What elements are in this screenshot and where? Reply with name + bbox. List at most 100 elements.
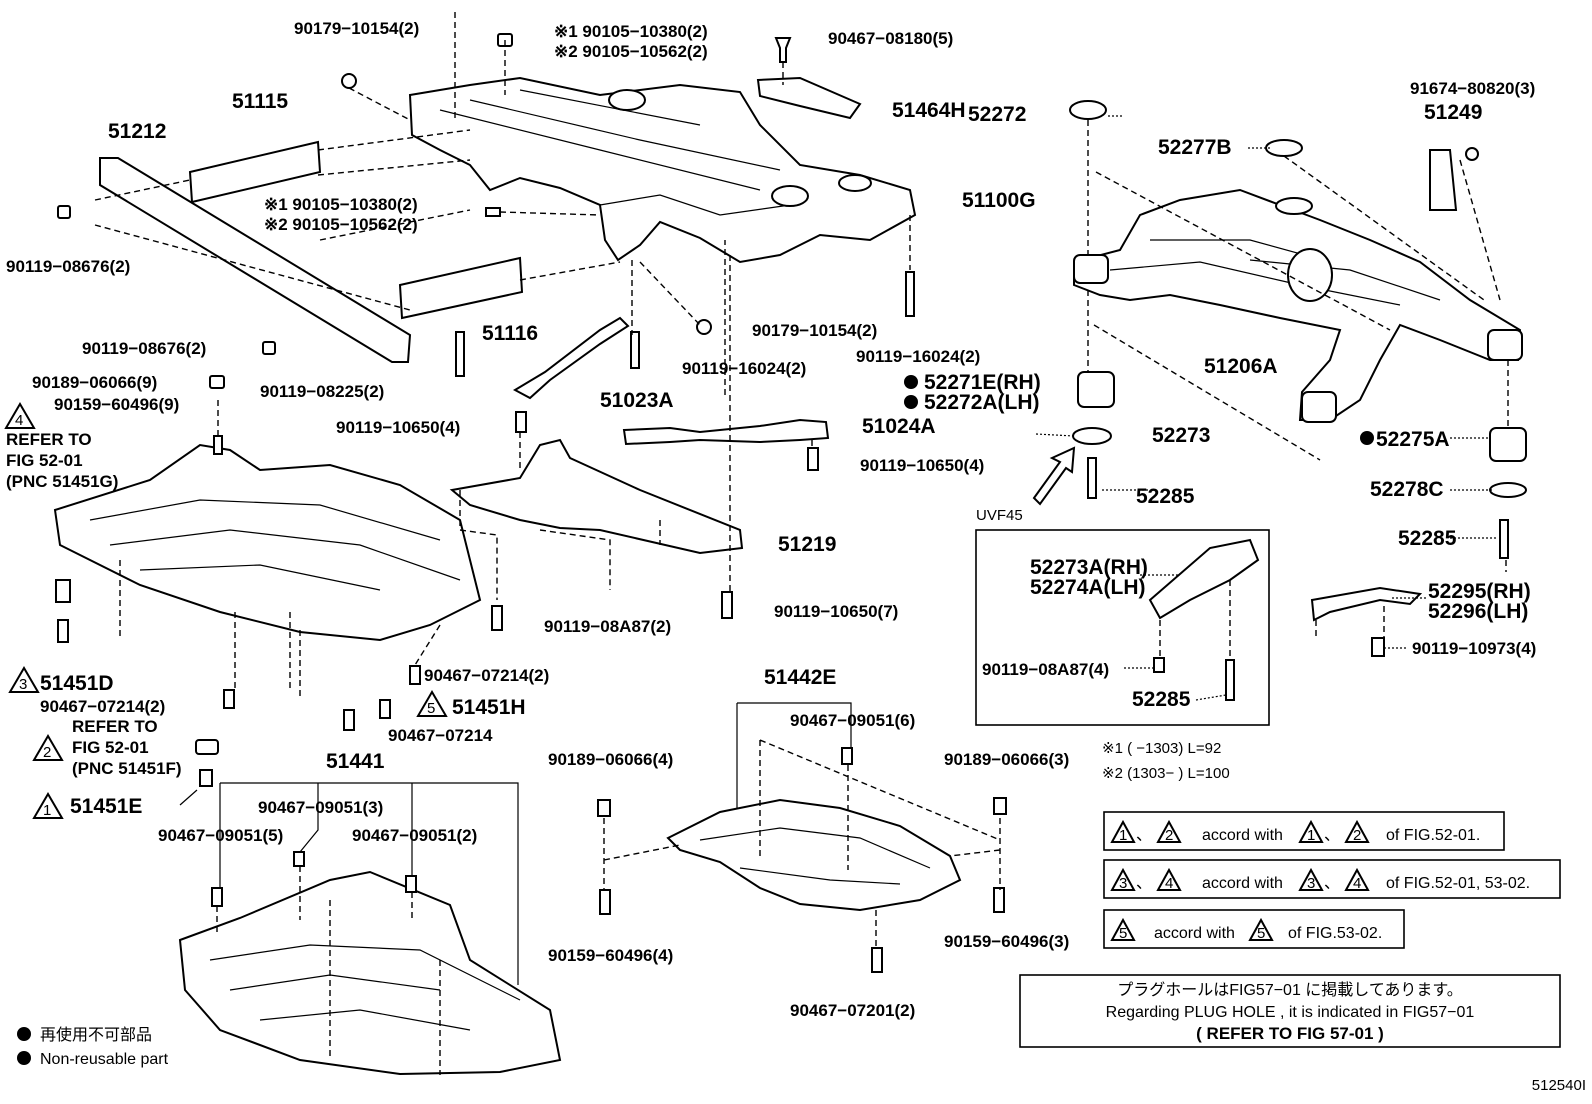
triangle-4-label: 4 (15, 412, 23, 429)
brace-51024A (622, 418, 830, 446)
label-52285-center: 52285 (1136, 485, 1195, 508)
label-51115: 51115 (232, 90, 288, 113)
label-90105-10562-top: ※2 90105−10562(2) (554, 42, 708, 61)
refer-to-label-b: REFER TO (72, 717, 158, 736)
accord-tail-2: of FIG.52-01, 53-02. (1386, 875, 1530, 892)
label-90119-08676-lower: 90119−08676(2) (82, 339, 206, 358)
label-90119-10650-4-left: 90119−10650(4) (336, 418, 460, 437)
label-90179-10154-mid: 90179−10154(2) (752, 321, 877, 340)
label-90189-06066-3: 90189−06066(3) (944, 750, 1069, 769)
figure-id: 512540I (1532, 1077, 1586, 1094)
reinforcement-51115 (188, 140, 322, 204)
fig-52-01-label-a: FIG 52-01 (6, 451, 83, 470)
brace-51023A (512, 316, 630, 400)
svg-text:3: 3 (1307, 875, 1315, 892)
triangle-1-icon (32, 792, 64, 819)
svg-text:5: 5 (1257, 925, 1265, 942)
bar-51212 (99, 157, 412, 363)
label-90189-06066-4: 90189−06066(4) (548, 750, 673, 769)
accord-box-1: 1 、 2 accord with 1 、 2 of FIG.52-01. (1103, 811, 1505, 851)
label-90467-08180: 90467−08180(5) (828, 29, 953, 48)
bolt-52285-inset (1225, 659, 1235, 701)
triangle-2-icon (32, 734, 64, 761)
label-90159-60496-4: 90159−60496(4) (548, 946, 673, 965)
accord-text-2: accord with (1202, 875, 1283, 892)
label-90105-10562-mid: ※2 90105−10562(2) (264, 215, 418, 234)
non-reusable-dot-icon (17, 1051, 31, 1065)
non-reusable-dot-icon (904, 395, 918, 409)
accord-box-3: 5 accord with 5 of FIG.53-02. (1103, 909, 1405, 949)
accord-text-3: accord with (1154, 925, 1235, 942)
rear-bushings (1069, 100, 1527, 622)
pnc-51451F-label: (PNC 51451F) (72, 759, 182, 778)
triangle-1-label: 1 (43, 802, 51, 819)
label-52285-inset: 52285 (1132, 688, 1191, 711)
non-reusable-dot-icon (1360, 431, 1374, 445)
svg-text:2: 2 (1353, 827, 1361, 844)
uvf45-arrow-icon (1032, 446, 1076, 506)
triangle-markers: 4 3 5 2 1 (4, 402, 448, 819)
plate-51219 (449, 438, 744, 555)
label-51212: 51212 (108, 120, 166, 143)
note-1: ※1 ( −1303) L=92 (1102, 740, 1221, 757)
svg-text:4: 4 (1165, 875, 1173, 892)
accord-text-1: accord with (1202, 827, 1283, 844)
front-crossmember-51100G (408, 76, 917, 264)
label-52272A: 52272A(LH) (924, 391, 1040, 414)
label-90119-10973: 90119−10973(4) (1412, 639, 1536, 658)
label-90119-10650-7: 90119−10650(7) (774, 602, 898, 621)
label-52285-right: 52285 (1398, 527, 1457, 550)
accord-box-2: 3 、 4 accord with 3 、 4 of FIG.52-01, 53… (1103, 859, 1561, 899)
label-90119-16024-center: 90119−16024(2) (682, 359, 806, 378)
label-51249: 51249 (1424, 101, 1482, 124)
non-reusable-dot-icon (17, 1027, 31, 1041)
label-51100G: 51100G (962, 189, 1036, 212)
svg-text:、: 、 (1136, 875, 1152, 892)
label-51442E: 51442E (764, 666, 836, 689)
label-51451H: 51451H (452, 696, 526, 719)
label-52271E: 52271E(RH) (924, 371, 1041, 394)
triangle-2-label: 2 (43, 744, 51, 761)
triangle-3-icon (8, 666, 40, 693)
label-90119-08A87-4: 90119−08A87(4) (982, 660, 1109, 679)
label-51024A: 51024A (862, 415, 936, 438)
svg-text:、: 、 (1324, 875, 1340, 892)
under-cover-51451 (53, 443, 482, 642)
label-52274A: 52274A(LH) (1030, 576, 1146, 599)
label-90467-09051-2: 90467−09051(2) (352, 826, 477, 845)
label-90467-07214-center: 90467−07214 (388, 726, 493, 745)
label-52295: 52295(RH) (1428, 580, 1531, 603)
svg-text:2: 2 (1165, 827, 1173, 844)
pnc-51451G-label: (PNC 51451G) (6, 472, 118, 491)
label-52273: 52273 (1152, 424, 1210, 447)
accord-tail-1: of FIG.52-01. (1386, 827, 1480, 844)
svg-text:、: 、 (1136, 827, 1152, 844)
triangle-5-icon (416, 690, 448, 717)
svg-text:、: 、 (1324, 827, 1340, 844)
note-2: ※2 (1303− ) L=100 (1102, 765, 1230, 782)
rear-crossmember-51206A (1073, 188, 1523, 423)
label-51464H: 51464H (892, 99, 966, 122)
label-90105-10380-top: ※1 90105−10380(2) (554, 22, 708, 41)
under-cover-51441 (178, 870, 562, 1076)
non-reusable-dot-icon (904, 375, 918, 389)
label-90119-16024-right: 90119−16024(2) (856, 347, 980, 366)
label-90119-10650-4-right: 90119−10650(4) (860, 456, 984, 475)
bracket-51464H (756, 76, 862, 120)
svg-text:3: 3 (1119, 875, 1127, 892)
label-90105-10380-mid: ※1 90105−10380(2) (264, 195, 418, 214)
label-51219: 51219 (778, 533, 836, 556)
svg-text:5: 5 (1119, 925, 1127, 942)
label-51451E: 51451E (70, 795, 142, 818)
label-51116: 51116 (482, 322, 538, 345)
label-90179-10154-top: 90179−10154(2) (294, 19, 419, 38)
plug-hole-jp: プラグホールはFIG57−01 に掲載してあります。 (1117, 981, 1463, 999)
bolt-90119-08A87-inset (1153, 657, 1165, 673)
plug-hole-note: プラグホールはFIG57−01 に掲載してあります。 Regarding PLU… (1019, 974, 1561, 1048)
label-90159-60496-3: 90159−60496(3) (944, 932, 1069, 951)
label-90467-09051-5: 90467−09051(5) (158, 826, 283, 845)
label-90467-09051-3: 90467−09051(3) (258, 798, 383, 817)
label-52272: 52272 (968, 103, 1026, 126)
